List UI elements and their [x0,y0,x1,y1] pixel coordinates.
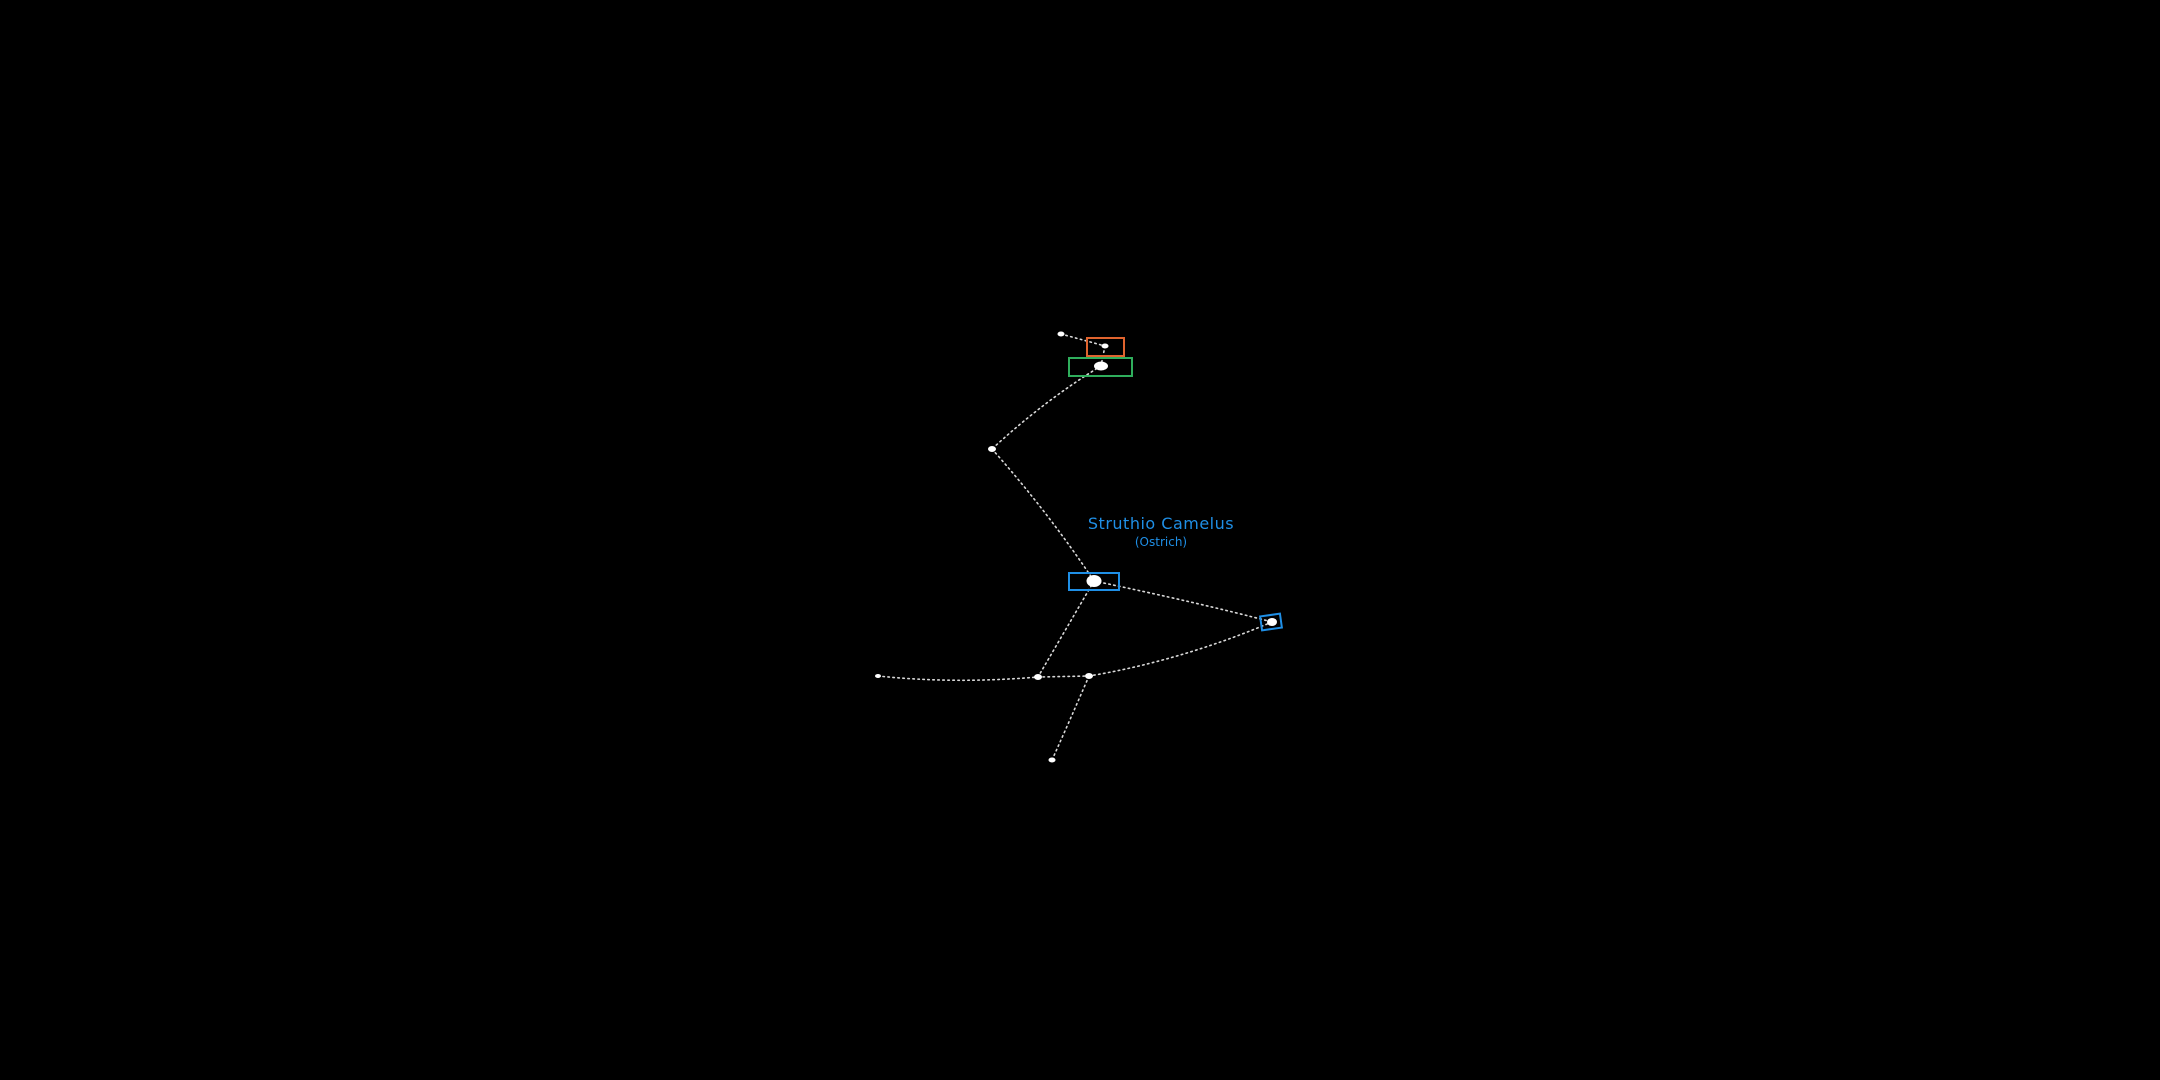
highlight-box-blue-body[interactable] [1068,572,1120,591]
constellation-common-name: (Ostrich) [1134,535,1188,549]
constellation-name: Struthio Camelus [1087,514,1235,533]
line-body-to-wing [1093,580,1273,623]
star-tail[interactable] [1057,331,1065,337]
line-knee-to-hip [1037,675,1090,678]
highlight-box-blue-wing[interactable] [1258,612,1284,632]
star-foot[interactable] [875,674,881,678]
star-body[interactable] [1086,575,1102,587]
line-tail-to-head [1060,333,1106,347]
line-body-to-knee [1037,580,1095,678]
highlight-box-green[interactable] [1068,357,1133,377]
highlight-box-red[interactable] [1086,337,1125,357]
star-wing[interactable] [1267,618,1277,626]
line-beak-to-neck [991,365,1102,450]
star-toe[interactable] [1048,757,1056,763]
stars [875,331,1277,763]
star-beak[interactable] [1094,361,1108,371]
star-hip[interactable] [1085,673,1093,679]
constellation-label: Struthio Camelus (Ostrich) [1050,514,1272,549]
line-hip-to-toe [1051,675,1090,761]
line-neck-to-body [991,448,1095,582]
star-knee[interactable] [1034,674,1042,680]
star-head[interactable] [1101,343,1109,349]
line-wing-to-hip [1088,621,1273,677]
line-foot-to-knee [877,675,1039,682]
star-neck[interactable] [988,446,996,452]
